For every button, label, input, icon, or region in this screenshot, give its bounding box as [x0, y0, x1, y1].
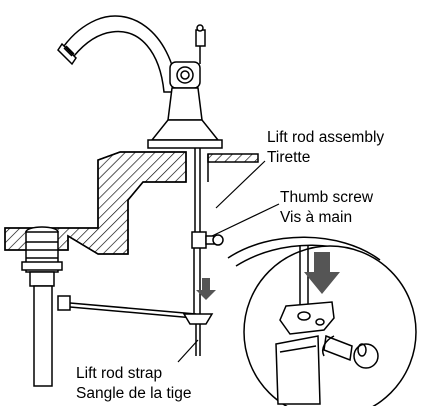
leader-lines: [177, 160, 280, 363]
lift-rod-assembly-label-fr: Tirette: [267, 149, 311, 166]
thumb-screw-clevis: [191, 231, 224, 318]
lift-rod-strap-label-fr: Sangle de la tige: [76, 385, 192, 402]
faucet-spout: [57, 15, 179, 93]
detail-magnifier: [227, 236, 417, 406]
faucet-body: [147, 24, 223, 149]
thumb-screw-label-en: Thumb screw: [280, 189, 374, 206]
down-arrow-large: [304, 252, 340, 294]
down-arrow-small: [196, 278, 216, 300]
thumb-screw-label-fr: Vis à main: [280, 209, 353, 226]
lift-rod-assembly-label-en: Lift rod assembly: [267, 129, 385, 146]
lift-rod-strap: [182, 313, 214, 356]
pop-up-drain: [21, 226, 197, 387]
lift-rod: [194, 148, 201, 236]
lift-rod-strap-label-en: Lift rod strap: [76, 365, 163, 382]
